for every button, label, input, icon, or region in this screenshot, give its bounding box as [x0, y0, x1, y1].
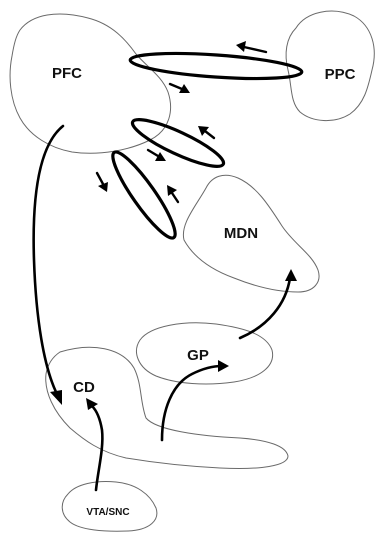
arrow-pfc-to-ppc: [170, 84, 190, 93]
pfc-region: [10, 14, 170, 153]
gp-label: GP: [187, 347, 209, 364]
mdn-label: MDN: [224, 225, 258, 242]
cd-label: CD: [73, 379, 95, 396]
pfc-mdn-lower-loop: [105, 146, 183, 244]
arrow-pfc-to-mdn-upper: [148, 150, 166, 161]
pfc-to-cd-projection: [34, 126, 63, 392]
arrow-pfc-to-mdn-lower-left: [97, 173, 108, 192]
arrow-mdn-to-pfc-upper: [198, 126, 214, 138]
vta-snc-label: VTA/SNC: [86, 507, 129, 518]
pfc-label: PFC: [52, 65, 82, 82]
ppc-label: PPC: [325, 66, 356, 83]
arrow-ppc-to-pfc: [236, 41, 266, 52]
arrow-mdn-to-pfc-lower: [167, 185, 178, 202]
